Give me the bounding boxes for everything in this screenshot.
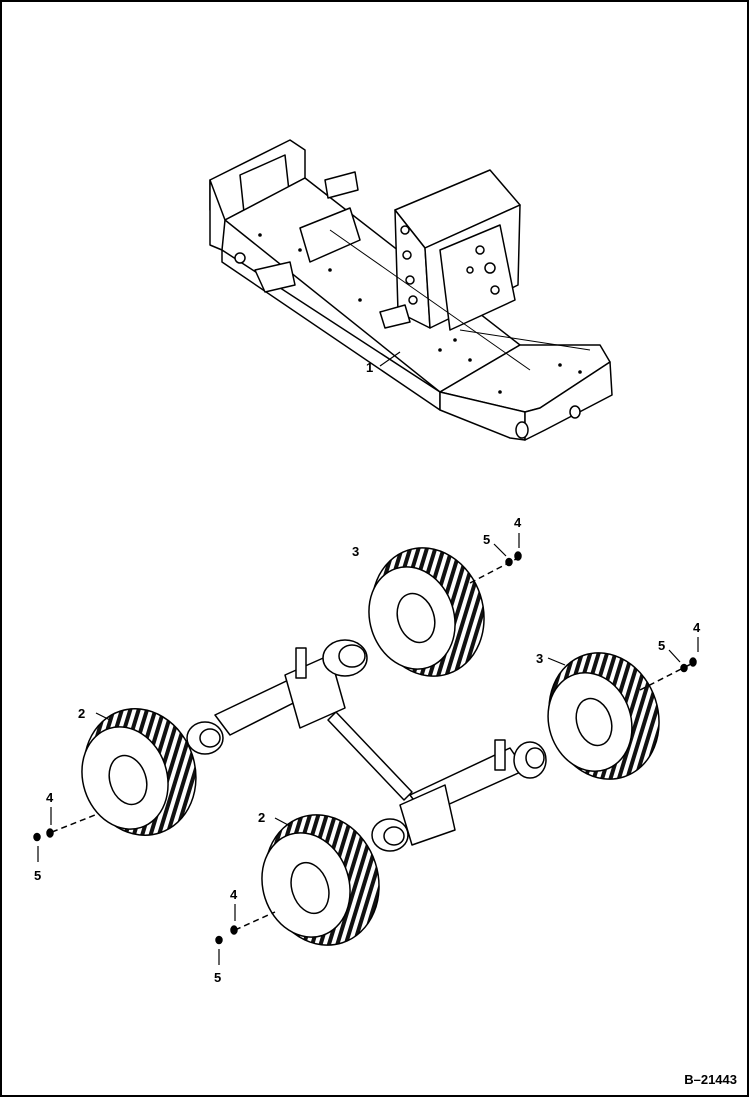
callout-lug-nut: 4 — [693, 620, 701, 635]
leader-lines — [37, 351, 699, 965]
tire-front-left — [261, 814, 380, 946]
tire-front-right — [547, 652, 660, 780]
callout-washer: 5 — [214, 970, 221, 985]
drawing-number: B–21443 — [684, 1072, 737, 1087]
hardware-lug-nuts — [33, 551, 697, 945]
callout-rear-tire-right: 3 — [536, 651, 543, 666]
callout-front-tire-right: 2 — [258, 810, 265, 825]
tire-rear-right — [368, 547, 485, 677]
callout-frame: 1 — [366, 360, 373, 375]
main-frame — [209, 139, 613, 441]
callout-washer: 5 — [483, 532, 490, 547]
callout-lug-nut: 4 — [230, 887, 238, 902]
axle-assembly — [186, 639, 547, 852]
callout-washer: 5 — [34, 868, 41, 883]
callout-rear-tire-left: 3 — [352, 544, 359, 559]
callout-washer: 5 — [658, 638, 665, 653]
callout-lug-nut: 4 — [46, 790, 54, 805]
callout-lug-nut: 4 — [514, 515, 522, 530]
tire-rear-left — [81, 708, 197, 836]
callout-front-tire-left: 2 — [78, 706, 85, 721]
